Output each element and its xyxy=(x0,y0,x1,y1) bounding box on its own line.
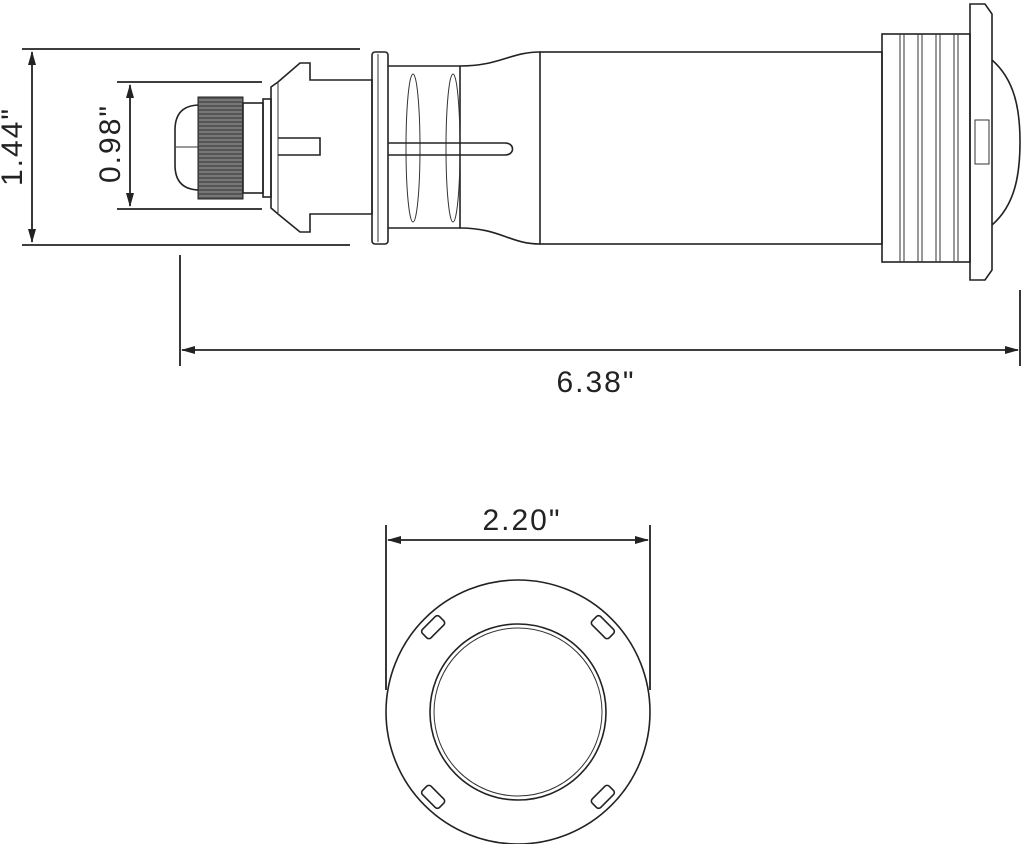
label-height-outer: 1.44" xyxy=(0,107,29,186)
mounting-slot xyxy=(420,614,446,640)
dimension-diameter: 2.20" xyxy=(385,504,651,690)
front-view xyxy=(385,579,651,844)
dimension-length: 6.38" xyxy=(179,255,1021,399)
label-height-inner: 0.98" xyxy=(94,104,127,183)
mounting-slot xyxy=(590,784,616,810)
mounting-slot xyxy=(590,614,616,640)
side-view xyxy=(174,3,1021,281)
mounting-slot xyxy=(420,784,446,810)
label-diameter: 2.20" xyxy=(482,504,561,537)
dimension-height-outer: 1.44" xyxy=(0,48,360,246)
dimension-height-inner: 0.98" xyxy=(94,81,262,210)
label-length: 6.38" xyxy=(556,366,635,399)
